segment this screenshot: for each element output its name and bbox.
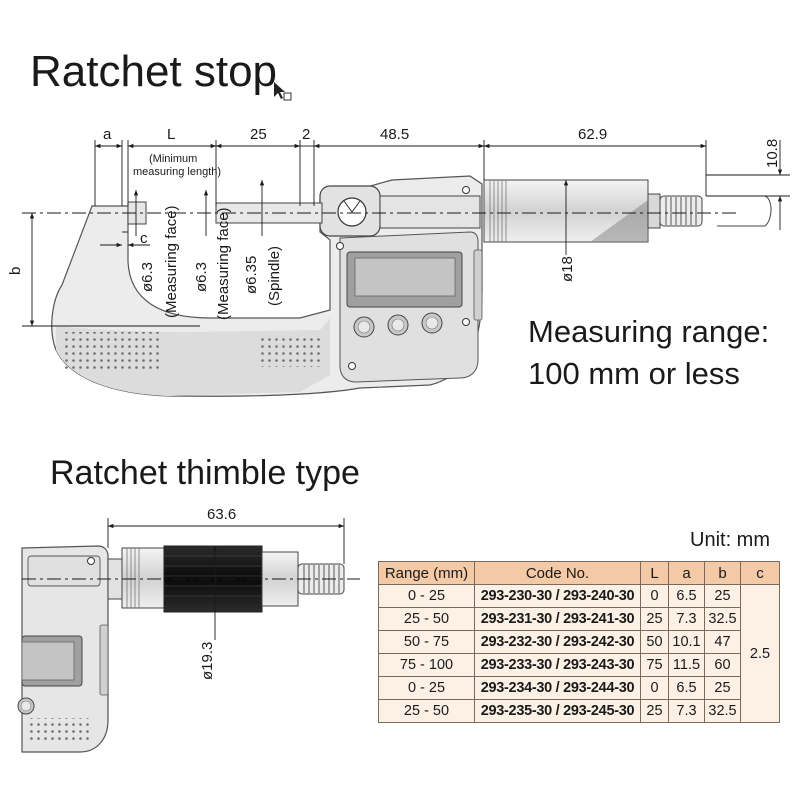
dim-62-9: 62.9 bbox=[578, 126, 607, 143]
table-row: 25 - 50 293-231-30 / 293-241-30 25 7.3 3… bbox=[378, 607, 780, 631]
face2-diameter: ø6.3 bbox=[193, 262, 210, 292]
cell-range: 75 - 100 bbox=[378, 653, 475, 677]
face1-label: (Measuring face) bbox=[163, 205, 180, 318]
bottom-dim-diameter: ø19.3 bbox=[199, 642, 216, 680]
top-title: Ratchet stop bbox=[30, 47, 277, 96]
min-length-line1: (Minimum bbox=[149, 153, 197, 165]
unit-label: Unit: mm bbox=[690, 529, 770, 551]
table-row: 0 - 25 293-230-30 / 293-240-30 0 6.5 25 … bbox=[378, 584, 780, 723]
cell-L: 0 bbox=[640, 676, 669, 700]
micrometer-top bbox=[51, 175, 772, 397]
spindle-label: (Spindle) bbox=[266, 246, 283, 306]
cell-a: 7.3 bbox=[668, 607, 705, 631]
table-row: 75 - 100 293-233-30 / 293-243-30 75 11.5… bbox=[378, 653, 780, 677]
spec-table: Range (mm) Code No. L a b c 0 - 25 293-2… bbox=[378, 561, 780, 723]
cell-a: 11.5 bbox=[668, 653, 705, 677]
spindle-diameter: ø6.35 bbox=[243, 256, 260, 294]
cell-code: 293-235-30 / 293-245-30 bbox=[474, 699, 641, 723]
cell-b: 32.5 bbox=[704, 607, 741, 631]
cell-a: 7.3 bbox=[668, 699, 705, 723]
dim-c: c bbox=[140, 230, 148, 247]
cell-b: 47 bbox=[704, 630, 741, 654]
thimble-diameter: ø18 bbox=[559, 256, 576, 282]
table-row: 50 - 75 293-232-30 / 293-242-30 50 10.1 … bbox=[378, 630, 780, 654]
cell-code: 293-234-30 / 293-244-30 bbox=[474, 676, 641, 700]
cell-range: 0 - 25 bbox=[378, 584, 475, 608]
header-range: Range (mm) bbox=[378, 561, 475, 585]
cell-L: 25 bbox=[640, 699, 669, 723]
cell-a: 10.1 bbox=[668, 630, 705, 654]
cell-b: 25 bbox=[704, 676, 741, 700]
cell-code: 293-233-30 / 293-243-30 bbox=[474, 653, 641, 677]
header-a: a bbox=[668, 561, 705, 585]
table-row: 0 - 25 293-234-30 / 293-244-30 0 6.5 25 bbox=[378, 676, 780, 700]
cell-L: 25 bbox=[640, 607, 669, 631]
dim-a: a bbox=[103, 126, 112, 143]
cell-code: 293-230-30 / 293-240-30 bbox=[474, 584, 641, 608]
top-dimensions bbox=[22, 140, 790, 327]
cell-range: 0 - 25 bbox=[378, 676, 475, 700]
cell-range: 25 - 50 bbox=[378, 699, 475, 723]
dim-10-8: 10.8 bbox=[764, 139, 781, 168]
face2-label: (Measuring face) bbox=[215, 207, 232, 320]
table-row: 25 - 50 293-235-30 / 293-245-30 25 7.3 3… bbox=[378, 699, 780, 723]
cell-c-merged: 2.5 bbox=[740, 584, 780, 723]
micrometer-bottom bbox=[17, 545, 345, 753]
cell-a: 6.5 bbox=[668, 676, 705, 700]
grip-dots-right bbox=[260, 335, 322, 367]
cell-b: 60 bbox=[704, 653, 741, 677]
cell-range: 50 - 75 bbox=[378, 630, 475, 654]
bottom-title: Ratchet thimble type bbox=[50, 454, 360, 492]
bottom-dim-length: 63.6 bbox=[207, 506, 236, 523]
cell-b: 32.5 bbox=[704, 699, 741, 723]
min-length-line2: measuring length) bbox=[133, 166, 221, 178]
cell-range: 25 - 50 bbox=[378, 607, 475, 631]
header-c: c bbox=[740, 561, 780, 585]
header-b: b bbox=[704, 561, 741, 585]
cell-code: 293-232-30 / 293-242-30 bbox=[474, 630, 641, 654]
sleeve bbox=[379, 195, 481, 229]
measuring-range-line2: 100 mm or less bbox=[528, 356, 740, 391]
measuring-range-line1: Measuring range: bbox=[528, 314, 769, 349]
header-code: Code No. bbox=[474, 561, 641, 585]
cell-b: 25 bbox=[704, 584, 741, 608]
dim-2: 2 bbox=[302, 126, 310, 143]
dim-L: L bbox=[167, 126, 175, 143]
cell-L: 75 bbox=[640, 653, 669, 677]
header-L: L bbox=[640, 561, 669, 585]
bottom-thimble-front bbox=[121, 547, 165, 609]
table-header-row: Range (mm) Code No. L a b c bbox=[378, 561, 780, 585]
cell-a: 6.5 bbox=[668, 584, 705, 608]
dim-48-5: 48.5 bbox=[380, 126, 409, 143]
cursor-icon bbox=[274, 82, 292, 101]
dim-25: 25 bbox=[250, 126, 267, 143]
dim-b: b bbox=[7, 267, 24, 275]
cell-L: 50 bbox=[640, 630, 669, 654]
cell-code: 293-231-30 / 293-241-30 bbox=[474, 607, 641, 631]
bottom-dimensions bbox=[22, 518, 360, 640]
cell-L: 0 bbox=[640, 584, 669, 608]
grip-dots-left bbox=[65, 332, 160, 372]
face1-diameter: ø6.3 bbox=[139, 262, 156, 292]
